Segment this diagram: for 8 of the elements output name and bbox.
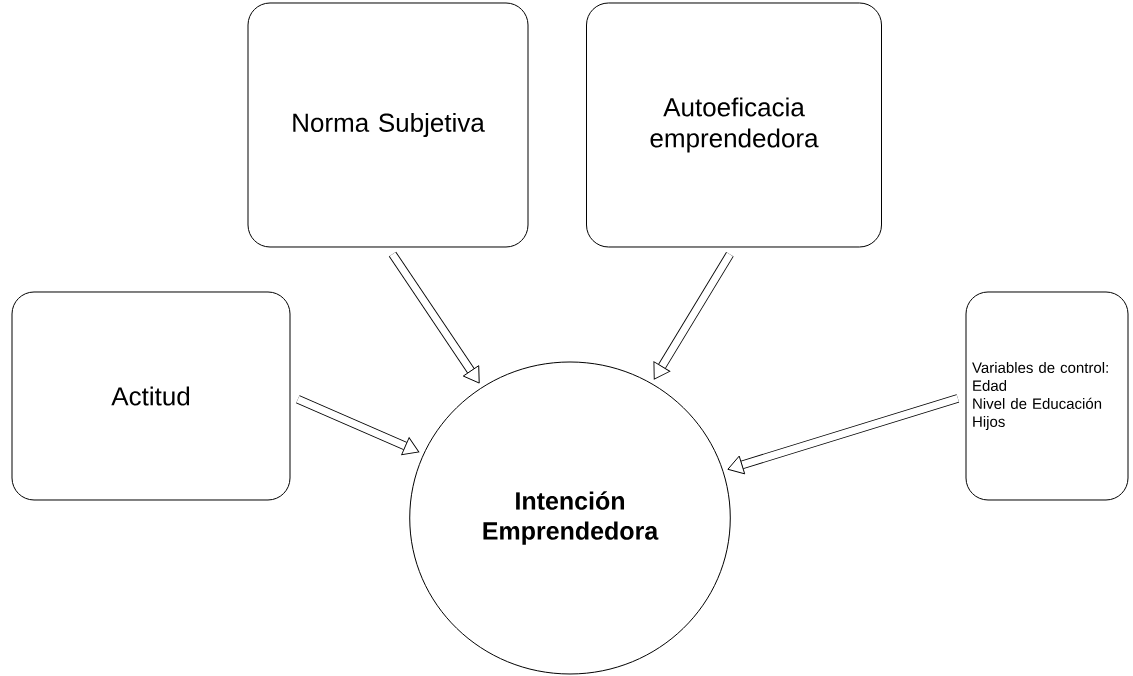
arrow xyxy=(653,252,734,380)
arrow xyxy=(296,395,420,456)
rounded-box: Actitud xyxy=(11,291,291,501)
rounded-box: Variables de control: Edad Nivel de Educación Hijos xyxy=(965,291,1129,501)
arrow xyxy=(388,251,480,384)
rounded-box: Autoeficacia emprendedora xyxy=(586,2,882,248)
rounded-box: Norma Subjetiva xyxy=(247,2,529,248)
arrow xyxy=(727,394,960,475)
